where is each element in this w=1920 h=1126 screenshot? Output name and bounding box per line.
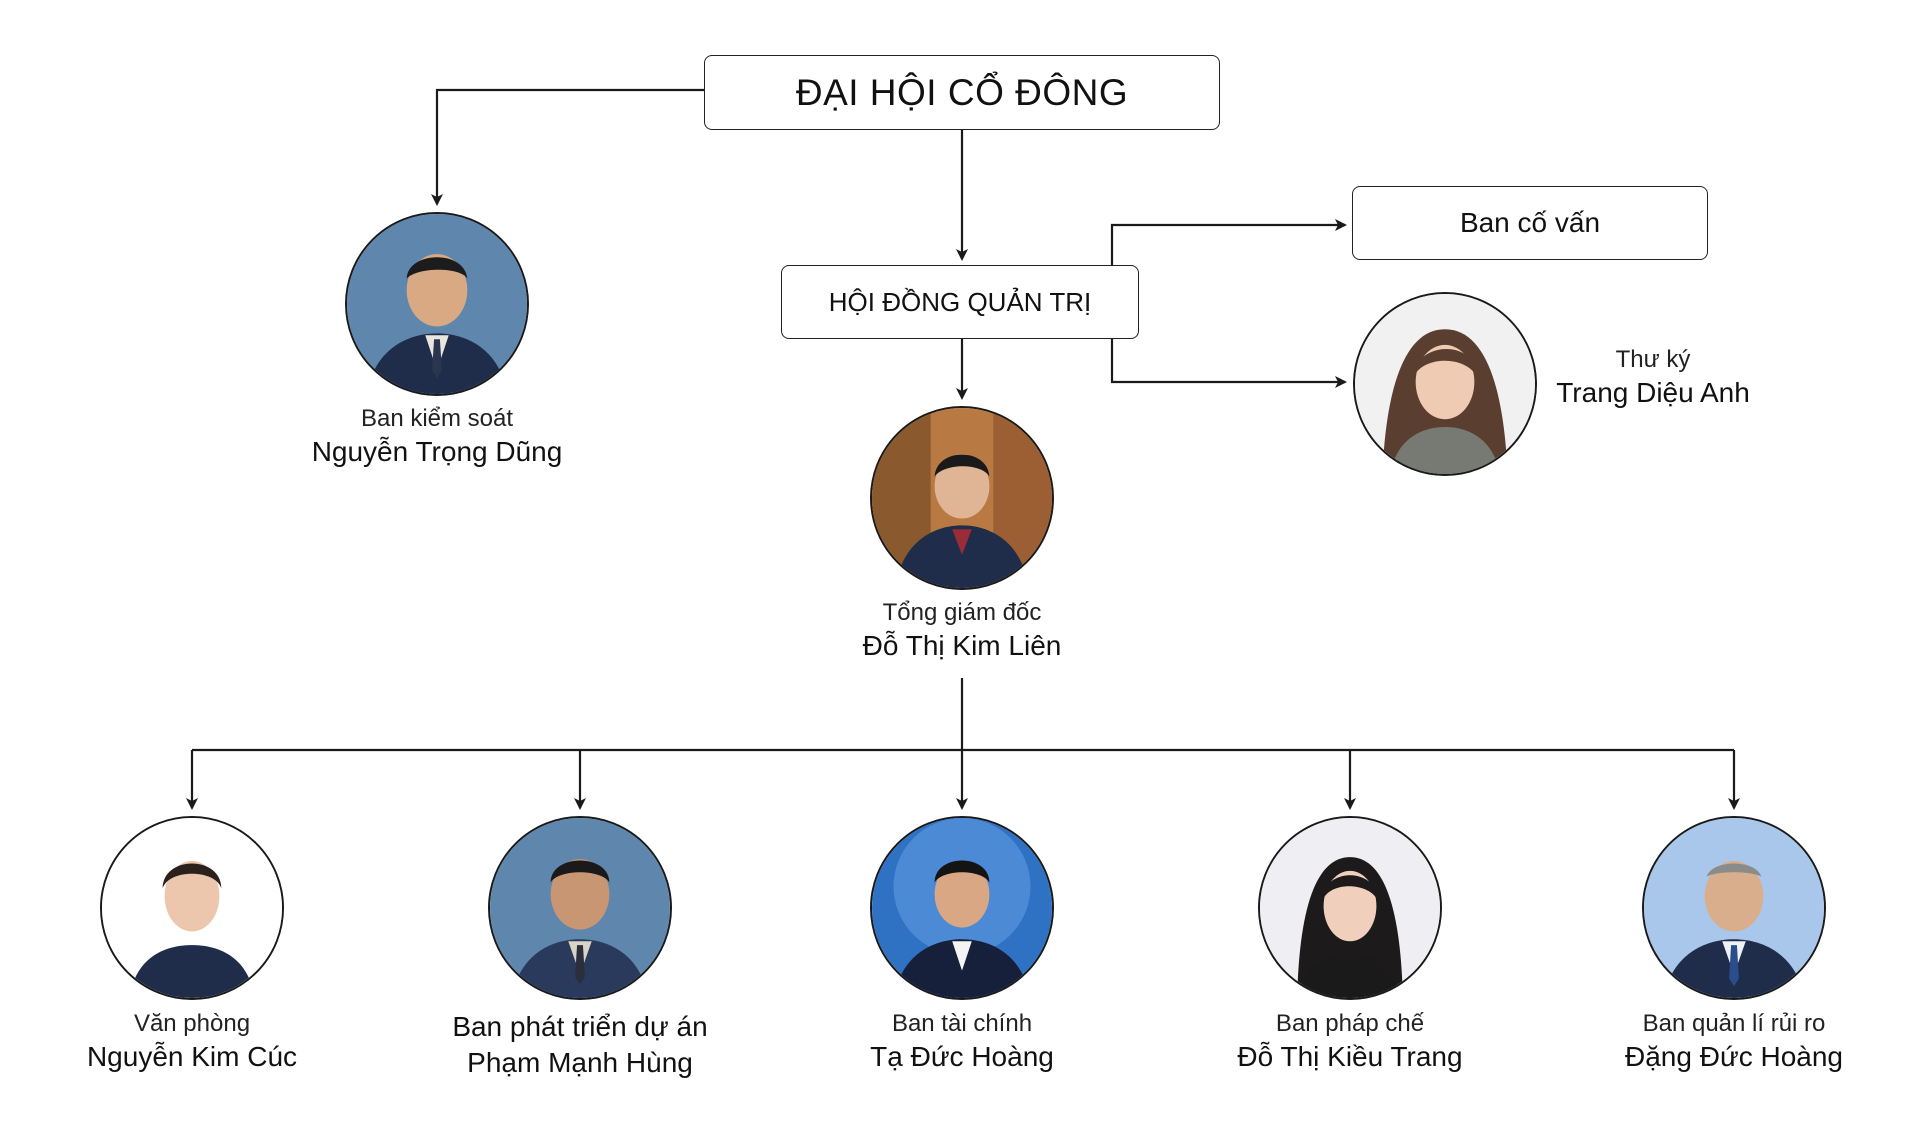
supervisory-name: Nguyễn Trọng Dũng bbox=[311, 436, 563, 467]
avatar-supervisory bbox=[345, 212, 529, 396]
connector-to-advisory bbox=[1110, 219, 1347, 265]
dept-name: Phạm Mạnh Hùng bbox=[467, 1047, 693, 1078]
avatar-dept-5 bbox=[1642, 816, 1826, 1000]
advisory-board-box: Ban cố vấn bbox=[1352, 186, 1708, 260]
secretary-label: Thư ký Trang Diệu Anh bbox=[1556, 345, 1750, 411]
ceo-name: Đỗ Thị Kim Liên bbox=[862, 630, 1062, 661]
dept-role: Ban phát triển dự án bbox=[452, 1011, 708, 1042]
portrait-man-icon bbox=[1644, 818, 1824, 998]
shareholders-meeting-box: ĐẠI HỘI CỔ ĐÔNG bbox=[704, 55, 1220, 130]
dept-role: Ban tài chính bbox=[891, 1010, 1033, 1037]
avatar-dept-2 bbox=[488, 816, 672, 1000]
ceo-label: Tổng giám đốc Đỗ Thị Kim Liên bbox=[863, 598, 1062, 664]
connector-to-supervisory bbox=[431, 88, 704, 206]
shareholders-meeting-label: ĐẠI HỘI CỔ ĐÔNG bbox=[795, 71, 1129, 113]
supervisory-label: Ban kiểm soát Nguyễn Trọng Dũng bbox=[312, 404, 563, 470]
dept-4-label: Ban pháp chế Đỗ Thị Kiều Trang bbox=[1237, 1009, 1462, 1075]
avatar-dept-1 bbox=[100, 816, 284, 1000]
portrait-woman-icon bbox=[102, 818, 282, 998]
avatar-dept-4 bbox=[1258, 816, 1442, 1000]
ceo-role: Tổng giám đốc bbox=[882, 599, 1042, 626]
portrait-man-icon bbox=[490, 818, 670, 998]
dept-role: Văn phòng bbox=[133, 1010, 251, 1037]
dept-2-label: Ban phát triển dự án Phạm Mạnh Hùng bbox=[452, 1009, 707, 1081]
dept-name: Nguyễn Kim Cúc bbox=[86, 1041, 298, 1072]
portrait-man-icon bbox=[872, 818, 1052, 998]
dept-1-label: Văn phòng Nguyễn Kim Cúc bbox=[87, 1009, 297, 1075]
portrait-woman-icon bbox=[1355, 294, 1535, 474]
dept-role: Ban pháp chế bbox=[1275, 1010, 1425, 1037]
dept-role: Ban quản lí rủi ro bbox=[1642, 1010, 1826, 1037]
dept-3-label: Ban tài chính Tạ Đức Hoàng bbox=[870, 1009, 1054, 1075]
avatar-secretary bbox=[1353, 292, 1537, 476]
portrait-woman-icon bbox=[1260, 818, 1440, 998]
connector-to-secretary bbox=[1110, 339, 1347, 388]
board-of-directors-label: HỘI ĐỒNG QUẢN TRỊ bbox=[828, 286, 1092, 317]
portrait-man-icon bbox=[347, 214, 527, 394]
portrait-woman-icon bbox=[872, 408, 1052, 588]
secretary-name: Trang Diệu Anh bbox=[1556, 377, 1750, 408]
dept-5-label: Ban quản lí rủi ro Đặng Đức Hoàng bbox=[1625, 1009, 1843, 1075]
dept-name: Đặng Đức Hoàng bbox=[1625, 1041, 1843, 1072]
avatar-dept-3 bbox=[870, 816, 1054, 1000]
dept-name: Đỗ Thị Kiều Trang bbox=[1237, 1041, 1463, 1072]
advisory-board-label: Ban cố vấn bbox=[1459, 207, 1601, 238]
board-of-directors-box: HỘI ĐỒNG QUẢN TRỊ bbox=[781, 265, 1139, 339]
avatar-ceo bbox=[870, 406, 1054, 590]
secretary-role: Thư ký bbox=[1615, 346, 1691, 373]
supervisory-role: Ban kiểm soát bbox=[360, 405, 514, 432]
dept-name: Tạ Đức Hoàng bbox=[870, 1041, 1054, 1072]
